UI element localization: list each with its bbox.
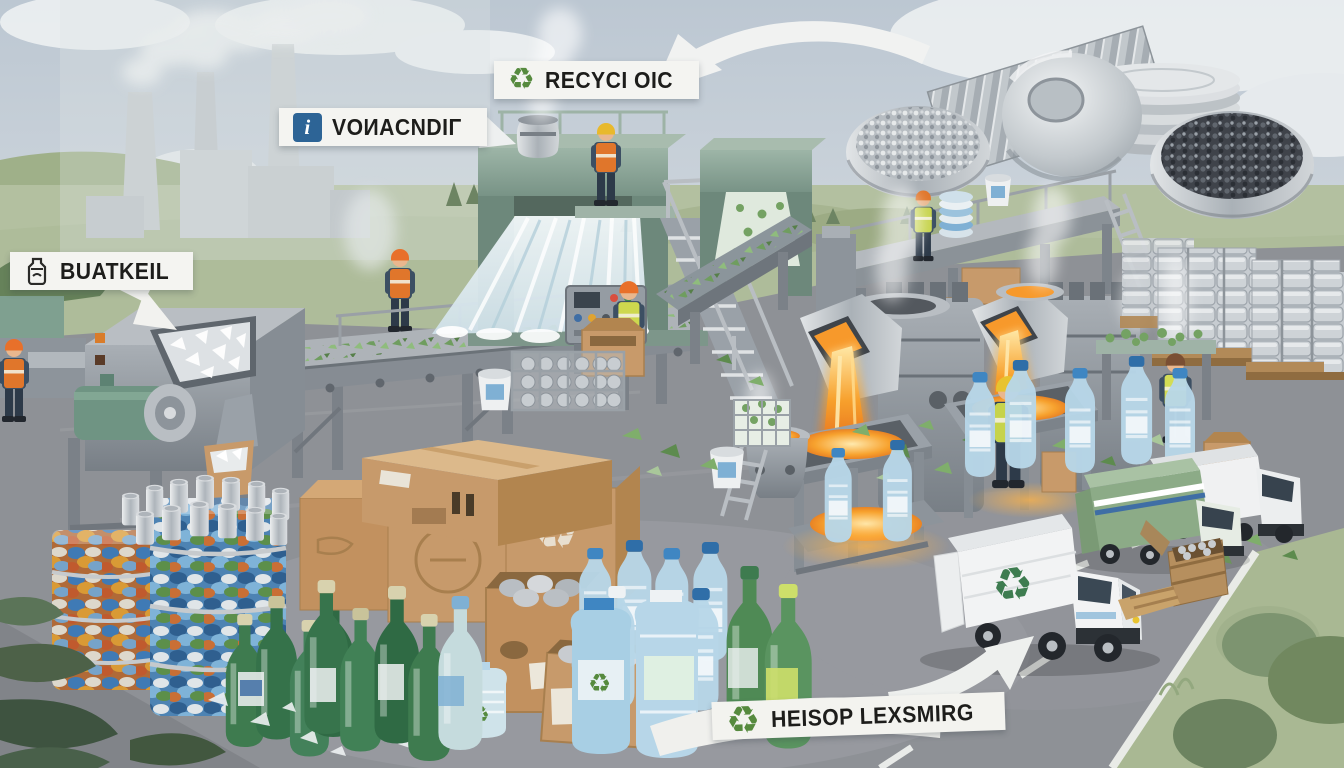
pellet-bowl-silver [846, 106, 990, 198]
second-machine [656, 138, 856, 364]
green-bottles-center [304, 580, 482, 761]
water-cooler-jugs: ♻ [570, 590, 700, 758]
can-crate [510, 350, 626, 412]
label-washing: i VOИACNDIΓ [279, 108, 487, 146]
box-top [362, 440, 612, 546]
label-recycling: ♻ RECYCI OIC [494, 61, 699, 99]
plastic-bottles: ♻ [570, 354, 1197, 758]
pallet-3 [1324, 272, 1344, 372]
bushes [1158, 606, 1344, 768]
label-crusher: BUATKEIL [10, 252, 193, 290]
crusher-motor [74, 374, 196, 442]
crusher-hopper [150, 316, 256, 390]
smokestack-1 [122, 92, 160, 230]
garbage-truck [1070, 458, 1250, 574]
svg-text:♻: ♻ [588, 669, 611, 699]
bucket-center [478, 368, 512, 411]
label-recycling-text: RECYCI OIC [545, 66, 674, 93]
road [878, 478, 1344, 768]
label-washing-text: VOИACNDIΓ [332, 113, 462, 140]
svg-text:♻: ♻ [988, 554, 1037, 614]
ingot-pallets [1120, 238, 1344, 380]
recycle-icon: ♻ [725, 697, 762, 743]
sorting-table [1096, 328, 1216, 420]
bottle-bank-icon [24, 257, 50, 285]
output-tray [204, 394, 258, 498]
factory-smoke [122, 0, 396, 270]
metal-coil [1002, 50, 1142, 182]
foreground-leaves [0, 597, 226, 768]
crusher-machine [68, 308, 305, 536]
label-crusher-text: BUATKEIL [60, 257, 170, 284]
pellet-bowl-dark [1150, 111, 1314, 219]
green-bottles-left [226, 590, 354, 757]
curb-line [1108, 549, 1260, 768]
label-collection-text: HEISOP LEXSMIRG [770, 698, 974, 732]
furnace-steam [747, 186, 1151, 424]
recycle-icon: ♻ [508, 62, 536, 97]
recycling-truck: ♻ [920, 514, 1160, 676]
wooden-crate [1118, 520, 1229, 620]
factory [0, 0, 914, 310]
info-icon: i [293, 112, 322, 142]
melting-pot [516, 115, 560, 158]
glass-incline [656, 216, 812, 364]
ring-stack [939, 191, 973, 238]
bucket-platform [985, 174, 1011, 206]
glass-basket [733, 399, 791, 447]
